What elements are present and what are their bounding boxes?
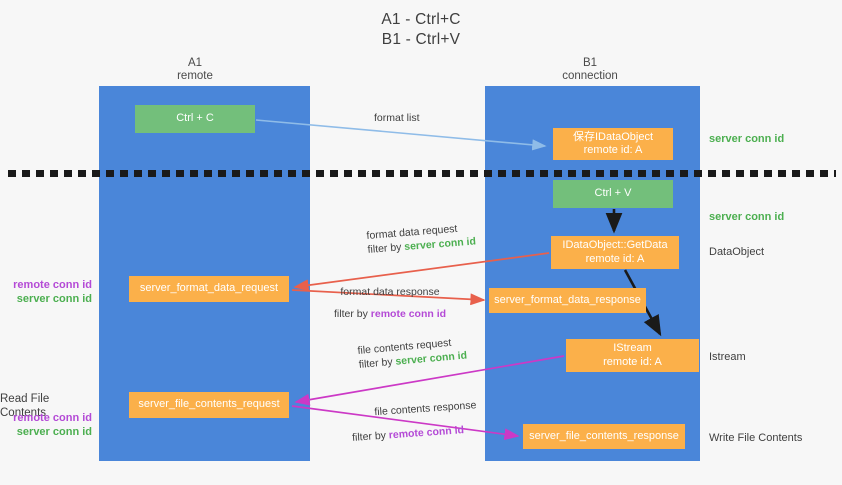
flow-label-format-list: format list <box>374 111 420 125</box>
annotation-server-conn-id-second: server conn id <box>709 211 785 223</box>
column-a1-name: A1 <box>187 57 203 69</box>
flow-format-data-response-filter: filter by remote conn id <box>334 307 446 321</box>
flow-label-file-contents-request: file contents request filter by server c… <box>357 335 468 372</box>
node-server-format-data-request[interactable]: server_format_data_request <box>129 276 289 302</box>
page-title: A1 - Ctrl+C B1 - Ctrl+V <box>0 10 842 50</box>
flow-label-format-data-response: format data response filter by remote co… <box>334 285 446 321</box>
annotation-server-conn-id-1: server conn id <box>16 293 92 305</box>
annotation-dataobject: DataObject <box>709 246 765 258</box>
annotation-conn-ids-format: remote conn id server conn id <box>0 278 92 306</box>
flow-label-format-data-request: format data request filter by server con… <box>366 220 476 256</box>
annotation-remote-conn-id-2: remote conn id <box>13 412 92 424</box>
annotation-remote-conn-id-1: remote conn id <box>13 279 92 291</box>
title-line-2: B1 - Ctrl+V <box>381 31 461 48</box>
column-a1-role: remote <box>177 70 213 82</box>
column-header-b1: B1 connection <box>525 57 655 83</box>
node-server-file-contents-response[interactable]: server_file_contents_response <box>523 424 685 449</box>
filter-prefix-2: filter by <box>334 308 371 320</box>
title-line-1: A1 - Ctrl+C <box>381 11 461 28</box>
filter-key-4: remote conn id <box>388 424 465 442</box>
node-save-idataobject[interactable]: 保存IDataObject remote id: A <box>553 128 673 160</box>
column-b1-role: connection <box>562 70 618 82</box>
node-istream[interactable]: IStream remote id: A <box>566 339 699 372</box>
flow-format-list-title: format list <box>374 112 420 124</box>
node-ctrl-c[interactable]: Ctrl + C <box>135 105 255 133</box>
node-idataobject-getdata[interactable]: IDataObject::GetData remote id: A <box>551 236 679 269</box>
annotation-server-conn-id-2: server conn id <box>16 426 92 438</box>
node-ctrl-v[interactable]: Ctrl + V <box>553 180 673 208</box>
flow-format-data-response-title: format data response <box>340 286 440 298</box>
flow-file-contents-response-title: file contents response <box>374 399 477 419</box>
filter-prefix-3: filter by <box>358 355 396 371</box>
flow-label-file-contents-response: file contents response filter by remote … <box>350 398 478 445</box>
filter-key-2: remote conn id <box>370 308 447 320</box>
annotation-read-file-contents: Read File Contents <box>0 393 50 419</box>
filter-prefix-1: filter by <box>367 241 405 256</box>
annotation-write-file-contents: Write File Contents <box>709 432 803 444</box>
annotation-istream: Istream <box>709 351 746 363</box>
annotation-conn-ids-file: remote conn id server conn id <box>0 411 92 439</box>
filter-prefix-4: filter by <box>351 429 390 444</box>
flow-file-contents-response-filter: filter by remote conn id <box>352 422 479 445</box>
column-b1-name: B1 <box>582 57 598 69</box>
column-header-a1: A1 remote <box>130 57 260 83</box>
phase-divider <box>8 170 836 177</box>
node-server-format-data-response[interactable]: server_format_data_response <box>489 288 646 313</box>
annotation-server-conn-id-top: server conn id <box>709 133 785 145</box>
node-server-file-contents-request[interactable]: server_file_contents_request <box>129 392 289 418</box>
